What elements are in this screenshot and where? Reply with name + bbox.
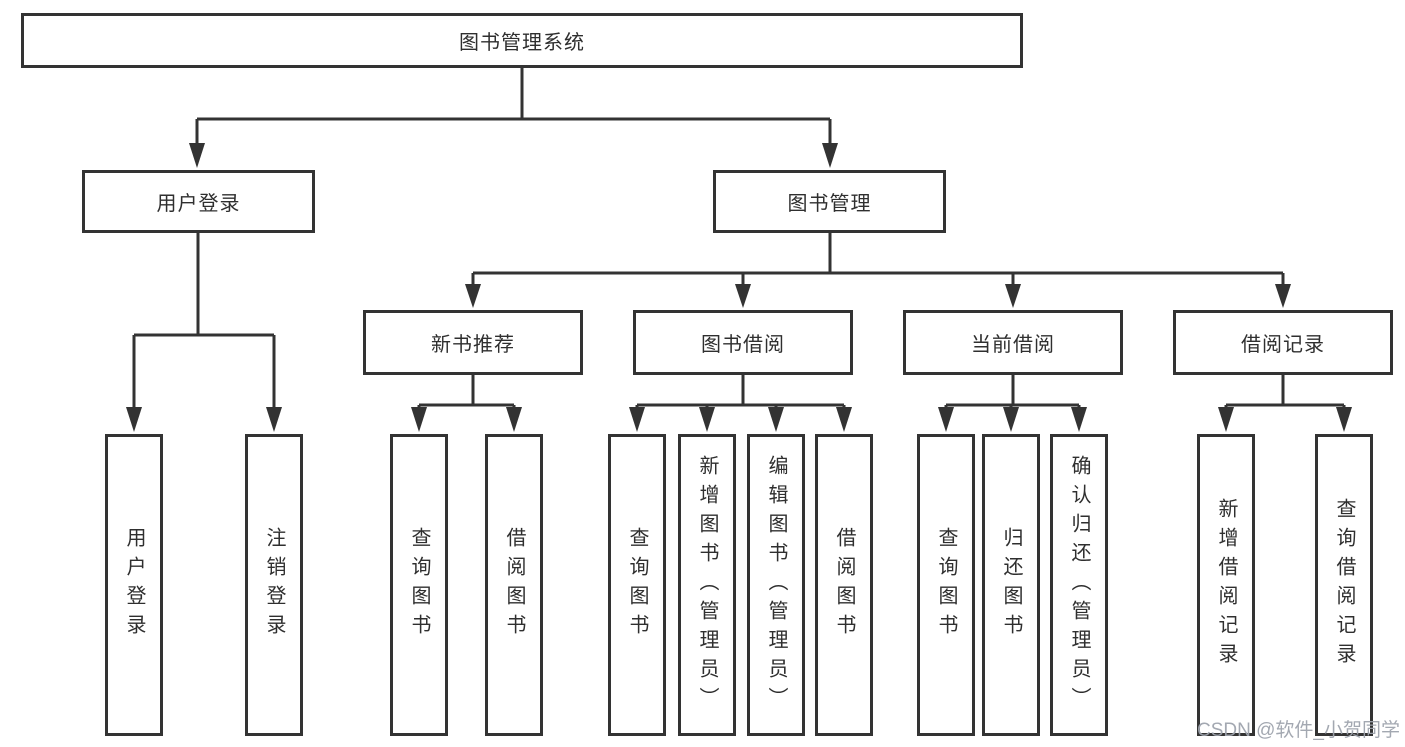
leaf-edit-books-admin: 编辑图书（管理员） bbox=[747, 434, 805, 736]
leaf-label: 确认归还（管理员） bbox=[1068, 454, 1090, 716]
leaf-borrow-books: 借阅图书 bbox=[815, 434, 873, 736]
node-label: 当前借阅 bbox=[971, 334, 1055, 356]
arrow-head bbox=[411, 407, 427, 432]
node-new-book-recommendation: 新书推荐 bbox=[363, 310, 583, 375]
node-current-borrowing: 当前借阅 bbox=[903, 310, 1123, 375]
arrow-head bbox=[1005, 284, 1021, 308]
leaf-label: 借阅图书 bbox=[503, 527, 525, 643]
leaf-add-borrow-record: 新增借阅记录 bbox=[1197, 434, 1255, 736]
arrow-head bbox=[189, 143, 205, 168]
leaf-label: 用户登录 bbox=[123, 527, 145, 643]
leaf-confirm-return-admin: 确认归还（管理员） bbox=[1050, 434, 1108, 736]
leaf-label: 编辑图书（管理员） bbox=[765, 454, 787, 716]
node-label: 图书管理 bbox=[787, 193, 872, 215]
csdn-watermark: CSDN @软件_小贺同学 bbox=[1197, 720, 1400, 741]
arrow-head bbox=[1275, 284, 1291, 308]
arrow-head bbox=[629, 407, 645, 432]
leaf-label: 查询图书 bbox=[626, 527, 648, 643]
leaf-query-borrow-record: 查询借阅记录 bbox=[1315, 434, 1373, 736]
leaf-add-books-admin: 新增图书（管理员） bbox=[678, 434, 736, 736]
arrow-head bbox=[1336, 407, 1352, 432]
leaf-label: 查询图书 bbox=[935, 527, 957, 643]
leaf-return-books: 归还图书 bbox=[982, 434, 1040, 736]
node-user-login: 用户登录 bbox=[82, 170, 315, 233]
arrow-head bbox=[1071, 407, 1087, 432]
arrow-head bbox=[1003, 407, 1019, 432]
arrow-head bbox=[506, 407, 522, 432]
node-book-management: 图书管理 bbox=[713, 170, 946, 233]
arrow-head bbox=[938, 407, 954, 432]
leaf-label: 注销登录 bbox=[263, 527, 285, 643]
leaf-label: 借阅图书 bbox=[833, 527, 855, 643]
arrow-head bbox=[266, 407, 282, 432]
node-borrowing-records: 借阅记录 bbox=[1173, 310, 1393, 375]
arrow-head bbox=[465, 284, 481, 308]
node-label: 借阅记录 bbox=[1241, 334, 1325, 356]
leaf-query-books-borrow: 查询图书 bbox=[608, 434, 666, 736]
leaf-label: 归还图书 bbox=[1000, 527, 1022, 643]
leaf-logout: 注销登录 bbox=[245, 434, 303, 736]
leaf-label: 查询图书 bbox=[408, 527, 430, 643]
arrow-head bbox=[735, 284, 751, 308]
leaf-user-login: 用户登录 bbox=[105, 434, 163, 736]
leaf-label: 新增借阅记录 bbox=[1215, 498, 1237, 672]
leaf-label: 查询借阅记录 bbox=[1333, 498, 1355, 672]
arrow-head bbox=[768, 407, 784, 432]
arrow-head bbox=[1218, 407, 1234, 432]
arrow-head bbox=[699, 407, 715, 432]
arrow-head bbox=[126, 407, 142, 432]
node-label: 图书借阅 bbox=[701, 334, 785, 356]
node-label: 用户登录 bbox=[156, 193, 241, 215]
node-book-borrowing: 图书借阅 bbox=[633, 310, 853, 375]
leaf-borrow-books-recommend: 借阅图书 bbox=[485, 434, 543, 736]
leaf-label: 新增图书（管理员） bbox=[696, 454, 718, 716]
node-library-management-system: 图书管理系统 bbox=[21, 13, 1023, 68]
node-label: 新书推荐 bbox=[431, 334, 515, 356]
leaf-query-books-current: 查询图书 bbox=[917, 434, 975, 736]
node-label: 图书管理系统 bbox=[459, 32, 585, 54]
leaf-query-books-recommend: 查询图书 bbox=[390, 434, 448, 736]
arrow-head bbox=[822, 143, 838, 168]
arrow-head bbox=[836, 407, 852, 432]
